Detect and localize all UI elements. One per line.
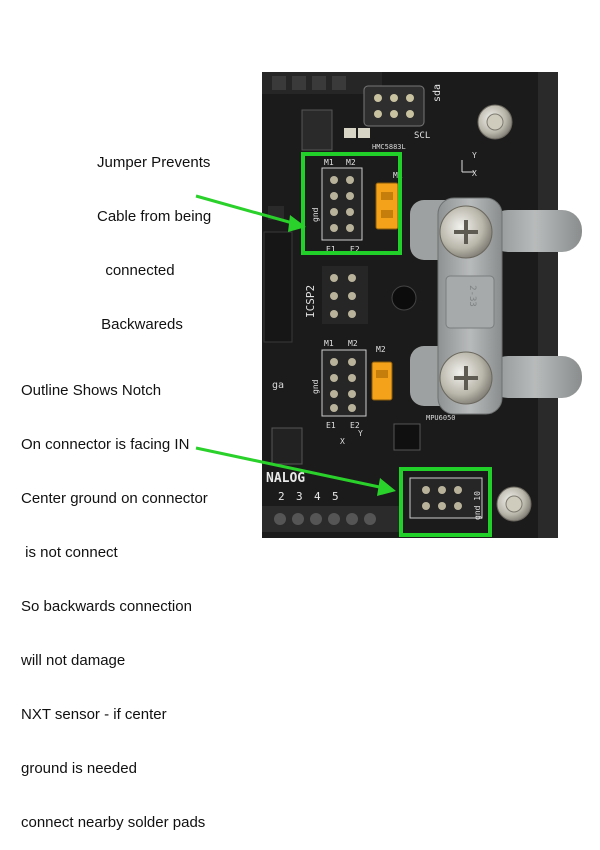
annotation-line: Outline Shows Notch	[21, 382, 162, 399]
notch-connector	[409, 477, 483, 519]
screw-bottom	[439, 351, 493, 405]
upper-connector	[321, 167, 363, 241]
axis-y-top: Y	[472, 151, 477, 160]
smd-component	[358, 128, 370, 138]
axis-x-top: X	[472, 169, 477, 178]
mpu-label: MPU6050	[426, 414, 456, 422]
upper-jumper-m1: M1	[393, 171, 403, 180]
mounting-hole	[391, 285, 417, 311]
pin-number: 2	[278, 490, 285, 503]
lego-brick-text: 2-33	[467, 285, 477, 307]
lower-m2-label: M2	[348, 339, 358, 348]
upper-jumper	[375, 182, 399, 230]
lower-e1-label: E1	[326, 421, 336, 430]
annotation-notch: Outline Shows Notch On connector is faci…	[21, 346, 208, 850]
annotation-line: ground is needed	[21, 760, 137, 777]
lower-jumper-m2: M2	[376, 345, 386, 354]
pin-number: 3	[296, 490, 303, 503]
top-header-strip	[262, 72, 382, 94]
photo-stage: sda SCL HMC5883L M1 M2 gnd E1 E2 M1 ICSP…	[21, 72, 582, 831]
upper-e2-label: E2	[350, 245, 360, 254]
standoff-screw-top	[477, 104, 513, 140]
ga-label: ga	[272, 380, 284, 391]
lower-connector	[321, 349, 367, 417]
upper-e1-label: E1	[326, 245, 336, 254]
lower-e2-label: E2	[350, 421, 360, 430]
annotation-line: Jumper Prevents	[97, 154, 211, 171]
imu-chip	[393, 423, 421, 451]
arrow-to-notch	[195, 446, 396, 496]
annotation-line: NXT sensor - if center	[21, 706, 167, 723]
upper-m2-label: M2	[346, 158, 356, 167]
axis-y-bottom: Y	[358, 429, 363, 438]
side-chip	[263, 231, 293, 343]
annotation-line: is not connect	[21, 544, 118, 561]
icsp2-header	[322, 266, 368, 324]
ic-component	[271, 427, 303, 465]
upper-m1-label: M1	[324, 158, 334, 167]
arrow-to-jumper	[195, 194, 306, 232]
lower-m1-label: M1	[324, 339, 334, 348]
hmc-label: HMC5883L	[372, 143, 406, 151]
gnd10-label: gnd 10	[473, 491, 482, 520]
annotation-line: connected	[97, 262, 175, 279]
bottom-pin-header	[262, 506, 402, 532]
upper-gnd-label: gnd	[311, 207, 320, 222]
sda-header	[363, 85, 425, 127]
board-photo: sda SCL HMC5883L M1 M2 gnd E1 E2 M1 ICSP…	[195, 72, 582, 538]
pin-number: 5	[332, 490, 339, 503]
upper-highlight-box	[301, 152, 402, 255]
axis-x-bottom: X	[340, 437, 345, 446]
annotation-line: will not damage	[21, 652, 126, 669]
annotation-line: Cable from being	[97, 208, 212, 225]
annotation-line: connect nearby solder pads	[21, 814, 206, 831]
lower-highlight-box	[399, 467, 492, 537]
lower-gnd-label: gnd	[311, 379, 320, 394]
annotation-line: Backwareds	[97, 316, 183, 333]
standoff-screw-bottom	[496, 486, 532, 522]
scl-label: SCL	[414, 131, 430, 141]
screw-top	[439, 205, 493, 259]
smd-component	[344, 128, 356, 138]
annotation-line: So backwards connection	[21, 598, 192, 615]
sda-label: sda	[432, 84, 443, 102]
analog-label: NALOG	[266, 471, 305, 486]
annotation-line: Center ground on connector	[21, 490, 208, 507]
pin-number: 4	[314, 490, 321, 503]
icsp2-label: ICSP2	[304, 285, 317, 318]
left-header	[301, 109, 333, 151]
pcb-edge	[538, 72, 558, 538]
annotation-line: On connector is facing IN	[21, 436, 190, 453]
lower-jumper	[371, 361, 393, 401]
annotation-jumper: Jumper Prevents Cable from being connect…	[97, 118, 211, 352]
